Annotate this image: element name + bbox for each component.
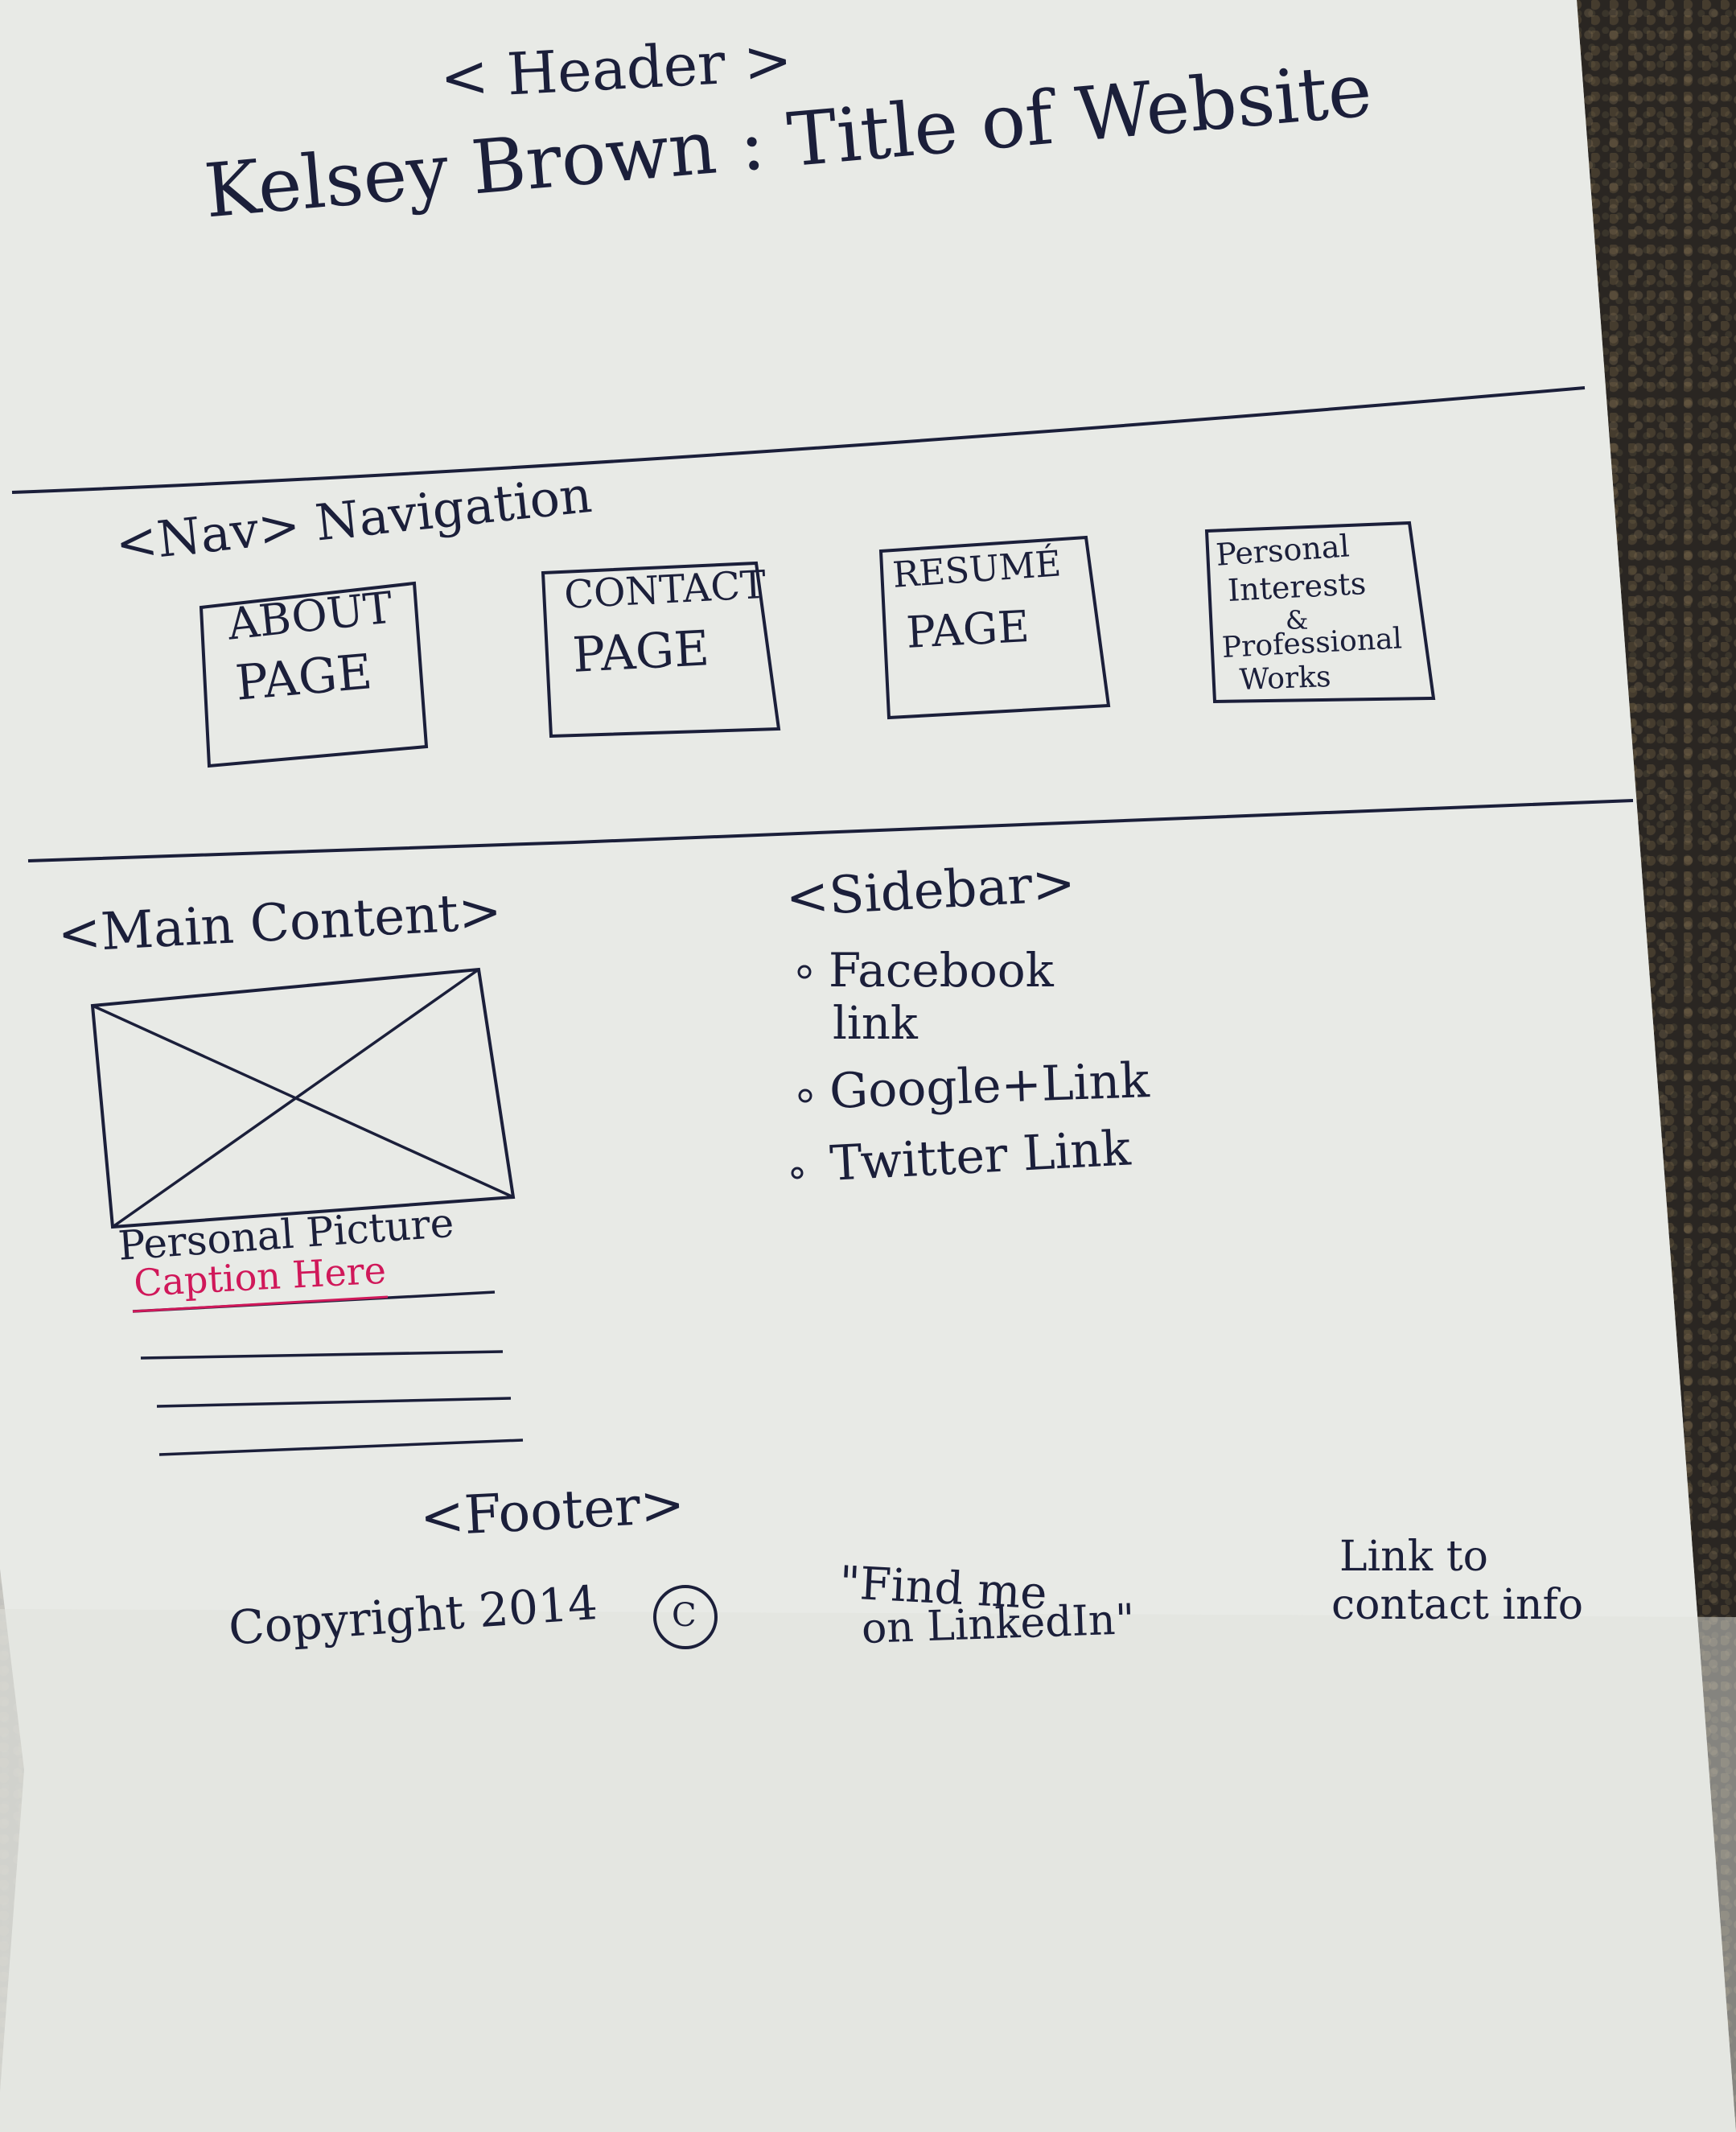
footer-contact-line1: Link to bbox=[1339, 1533, 1488, 1581]
footer-linkedin-line2: on LinkedIn" bbox=[861, 1595, 1136, 1653]
nav-box-personal bbox=[1204, 521, 1436, 704]
nav-box-contact bbox=[541, 561, 781, 739]
nav-item-about-line2: PAGE bbox=[233, 644, 375, 712]
nav-box-about bbox=[199, 581, 429, 768]
bullet-icon bbox=[797, 965, 812, 979]
nav-item-resume-line2: PAGE bbox=[905, 600, 1031, 658]
picture-placeholder bbox=[90, 967, 516, 1229]
sidebar-link-facebook-line1: Facebook bbox=[829, 943, 1054, 998]
nav-divider bbox=[27, 799, 1634, 862]
sidebar-link-facebook-line2: link bbox=[833, 998, 918, 1050]
bullet-icon bbox=[798, 1089, 812, 1103]
nav-item-personal-line2: Interests bbox=[1227, 565, 1368, 608]
sidebar-link-google-label: Google+Link bbox=[829, 1052, 1150, 1120]
header-divider bbox=[11, 386, 1586, 494]
footer-contact-line2: contact info bbox=[1331, 1581, 1584, 1629]
nav-item-contact-line2: PAGE bbox=[571, 620, 711, 684]
nav-item-personal-line5: Works bbox=[1239, 661, 1332, 697]
copyright-symbol: C bbox=[672, 1597, 697, 1634]
nav-box-resume bbox=[878, 535, 1111, 720]
copyright-circle bbox=[653, 1585, 718, 1649]
caption-underline bbox=[132, 1295, 389, 1313]
nav-item-personal-line3: & bbox=[1286, 605, 1309, 636]
bullet-icon bbox=[791, 1167, 804, 1179]
